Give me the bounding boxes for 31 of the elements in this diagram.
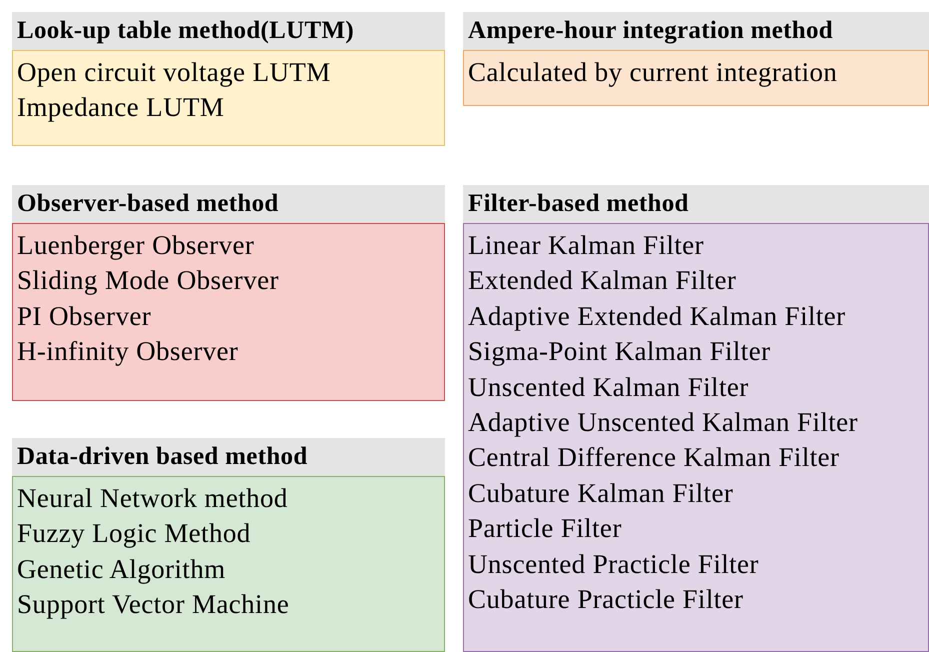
method-item: PI Observer — [17, 300, 152, 333]
method-item: Fuzzy Logic Method — [17, 517, 251, 550]
method-item: Adaptive Unscented Kalman Filter — [468, 406, 858, 440]
method-item: Linear Kalman Filter — [468, 229, 704, 262]
method-item: Calculated by current integration — [468, 56, 838, 89]
category-panel — [463, 12, 929, 106]
category-panel — [12, 12, 445, 146]
panel-heading: Observer-based method — [12, 185, 445, 223]
method-item: Extended Kalman Filter — [468, 264, 736, 298]
method-item: Luenberger Observer — [17, 229, 254, 262]
method-item: Adaptive Extended Kalman Filter — [468, 300, 846, 333]
panel-heading: Filter-based method — [463, 185, 929, 223]
panel-heading: Look-up table method(LUTM) — [12, 12, 445, 50]
category-panel — [12, 438, 445, 652]
method-item: H-infinity Observer — [17, 335, 238, 368]
method-item: Sigma-Point Kalman Filter — [468, 335, 770, 368]
method-item: Genetic Algorithm — [17, 552, 226, 586]
method-item: Unscented Kalman Filter — [468, 370, 749, 404]
category-panel — [12, 185, 445, 401]
method-item: Sliding Mode Observer — [17, 264, 279, 298]
method-item: Cubature Practicle Filter — [468, 583, 744, 616]
panel-heading: Ampere-hour integration method — [463, 12, 929, 50]
method-item: Impedance LUTM — [17, 91, 224, 124]
method-item: Cubature Kalman Filter — [468, 476, 734, 510]
method-item: Open circuit voltage LUTM — [17, 56, 331, 89]
method-item: Unscented Practicle Filter — [468, 548, 759, 581]
method-item: Central Difference Kalman Filter — [468, 441, 840, 474]
panel-heading: Data-driven based method — [12, 438, 445, 476]
method-item: Particle Filter — [468, 512, 622, 546]
method-item: Support Vector Machine — [17, 588, 290, 622]
method-item: Neural Network method — [17, 482, 288, 515]
